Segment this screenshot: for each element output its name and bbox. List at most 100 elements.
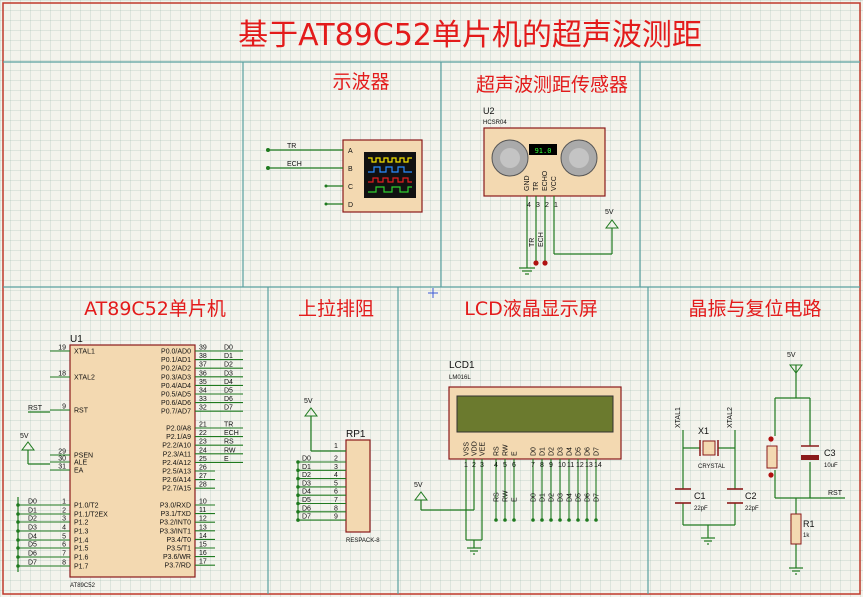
mcu-pin-number: 6 <box>62 542 66 549</box>
lcd-module[interactable]: LCD1 LM016L VSS1VDD2VEE3RS4RSRW5RWE6ED07… <box>448 360 622 522</box>
mcu-pin-name: P3.4/T0 <box>166 537 191 544</box>
lcd-pin-number: 2 <box>472 462 476 469</box>
scope-net-tr: TR <box>287 143 296 150</box>
mcu-pin-number: 16 <box>199 550 207 557</box>
mcu-pin-number: 23 <box>199 439 207 446</box>
section-title-mcu: AT89C52单片机 <box>84 298 226 320</box>
mcu-at89c52[interactable]: U1 AT89C52 19XTAL118XTAL29RST29PSEN30ALE… <box>50 334 243 589</box>
mcu-net-label: D1 <box>224 353 233 360</box>
ultrasonic-sensor[interactable]: U2 HCSR04 91.0 GND TR ECHO VCC <box>483 106 606 197</box>
mcu-pin-number: 28 <box>199 482 207 489</box>
sensor-pin-echo: ECHO <box>542 170 549 191</box>
lcd-pin-number: 3 <box>480 462 484 469</box>
clock-rst-label: RST <box>828 490 843 497</box>
trace-d <box>368 186 412 193</box>
sensor-ech-dot <box>542 260 548 266</box>
page-title: 基于AT89C52单片机的超声波测距 <box>238 18 702 53</box>
mcu-pin-name: P0.4/AD4 <box>161 383 191 390</box>
lcd-net-dot <box>567 518 571 522</box>
lcd-pin-number: 9 <box>549 462 553 469</box>
resistor-pack[interactable]: RP1 RESPACK-8 <box>345 429 380 544</box>
reset-button[interactable] <box>766 445 778 469</box>
reset-button-dot <box>768 436 774 442</box>
lcd-part: LM016L <box>449 375 471 381</box>
mcu-net-label: D7 <box>224 405 233 412</box>
sensor-5v-label: 5V <box>605 209 614 216</box>
clock-reset-circuit[interactable]: 5V X1 CRYSTAL XTAL1 XTAL2 C1 22pF C2 22p… <box>675 352 845 575</box>
mcu-pin-number: 9 <box>62 404 66 411</box>
mcu-pin-name: P1.3 <box>74 529 89 536</box>
lcd-net-dot <box>549 518 553 522</box>
rp-net-label: D6 <box>302 505 311 512</box>
rp-part: RESPACK-8 <box>346 538 380 544</box>
rp-net-label: D3 <box>302 480 311 487</box>
rp-ref: RP1 <box>346 429 366 440</box>
lcd-net-dot <box>540 518 544 522</box>
scope-channel-a: A <box>348 148 353 155</box>
lcd-net-dot <box>585 518 589 522</box>
oscilloscope[interactable]: A B C D <box>342 139 423 213</box>
c2-ref: C2 <box>745 491 757 501</box>
lcd-pin-name: VDD <box>472 441 479 456</box>
r1-body <box>790 513 802 545</box>
rp-pin-dot <box>296 518 300 522</box>
c3-value: 10uF <box>824 463 838 469</box>
mcu-p1-net-label: D4 <box>28 534 37 541</box>
lcd-pin-number: 10 <box>558 462 566 469</box>
mcu-p1-net-dot <box>16 546 20 550</box>
section-title-pullup: 上拉排阻 <box>298 298 374 320</box>
mcu-pin-number: 19 <box>58 345 66 352</box>
rp-pin1: 1 <box>334 443 338 450</box>
mcu-pin-number: 13 <box>199 524 207 531</box>
rp-net-label: D0 <box>302 456 311 463</box>
lcd-pin-number: 1 <box>464 462 468 469</box>
mcu-pin-name: P1.5 <box>74 546 89 553</box>
sensor-ref: U2 <box>483 106 495 116</box>
mcu-pin-name: P3.1/TXD <box>161 511 191 518</box>
lcd-pin-name: RS <box>494 446 501 456</box>
mcu-5v-label: 5V <box>20 433 29 440</box>
sensor-part: HCSR04 <box>483 120 507 126</box>
mcu-pin-number: 15 <box>199 542 207 549</box>
section-title-clock: 晶振与复位电路 <box>688 298 821 320</box>
sensor-transmitter-inner <box>500 148 520 168</box>
mcu-pin-name: P2.7/A15 <box>162 486 191 493</box>
rp-5v-label: 5V <box>304 398 313 405</box>
lcd-pin-name: D7 <box>594 447 601 456</box>
mcu-pin-name: P1.1/T2EX <box>74 512 108 519</box>
mcu-pin-number: 38 <box>199 353 207 360</box>
sensor-pin-vcc: VCC <box>551 176 558 191</box>
mcu-pin-name: P0.6/AD6 <box>161 400 191 407</box>
lcd-pin-number: 13 <box>585 462 593 469</box>
mcu-p1-net-label: D5 <box>28 542 37 549</box>
crystal-body <box>702 440 716 456</box>
scope-channel-b: B <box>348 166 353 173</box>
net-xtal2: XTAL2 <box>727 407 734 428</box>
trace-b <box>368 166 412 173</box>
mcu-pin-number: 24 <box>199 447 207 454</box>
mcu-pin-name: P3.6/WR <box>163 554 191 561</box>
c2-value: 22pF <box>745 506 759 512</box>
mcu-pin-name: P1.4 <box>74 538 89 545</box>
mcu-p1-net-label: D7 <box>28 560 37 567</box>
mcu-pin-number: 31 <box>58 464 66 471</box>
mcu-pin-number: 4 <box>62 525 66 532</box>
rp-pin-number: 2 <box>334 456 338 463</box>
c1-value: 22pF <box>694 506 708 512</box>
section-title-lcd: LCD液晶显示屏 <box>464 298 597 320</box>
rp-net-label: D5 <box>302 497 311 504</box>
mcu-p1-net-label: D1 <box>28 508 37 515</box>
c3-plate-bottom <box>801 455 819 460</box>
mcu-net-label: ECH <box>224 430 239 437</box>
scope-net-ech: ECH <box>287 161 302 168</box>
rp-net-label: D4 <box>302 489 311 496</box>
mcu-pin-number: 12 <box>199 516 207 523</box>
rp-body <box>345 439 371 533</box>
lcd-net-dot <box>531 518 535 522</box>
mcu-5v-arrow <box>21 441 35 451</box>
mcu-pin-number: 29 <box>58 449 66 456</box>
mcu-pin-number: 17 <box>199 559 207 566</box>
sensor-display <box>529 144 557 155</box>
mcu-net-label: D4 <box>224 379 233 386</box>
